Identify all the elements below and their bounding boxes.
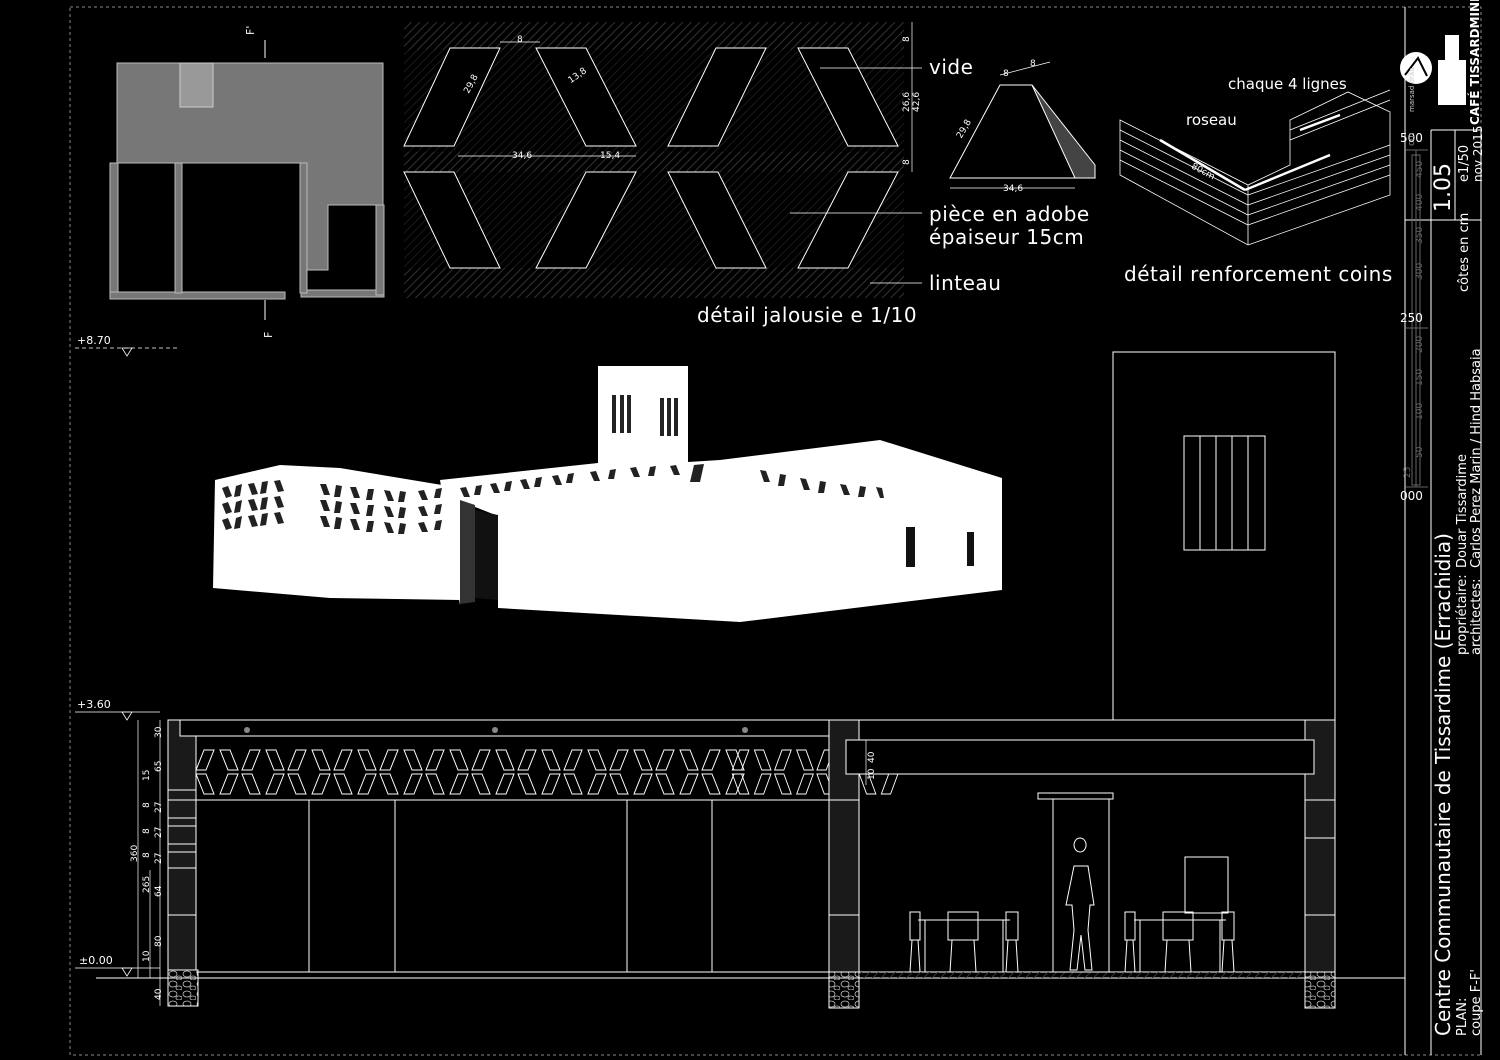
level-8-70: +8.70 xyxy=(77,334,111,347)
dim-chain-27b: 27 xyxy=(154,826,164,838)
cut-label-bottom: F xyxy=(262,331,275,338)
adobe-piece-detail xyxy=(949,61,1096,189)
logo-brand-text: CAFÉ TISSARDMINE xyxy=(1468,0,1482,125)
architects-value: Carlos Perez Marin / Hind Habsaia xyxy=(1469,348,1484,568)
scale-300: 300 xyxy=(1415,262,1425,280)
dim-chain-8c: 8 xyxy=(142,852,152,858)
dim-chain-10: 10 xyxy=(142,950,152,962)
dim-v-bottom: 8 xyxy=(902,159,912,165)
section-jalousie xyxy=(195,749,899,795)
scale-450: 450 xyxy=(1415,160,1425,178)
scale-400: 400 xyxy=(1415,193,1425,211)
level-3-60: +3.60 xyxy=(77,698,111,711)
cut-label-top: F' xyxy=(244,25,257,35)
dim-jalousie-top: 8 xyxy=(517,35,523,45)
jalousie-title: détail jalousie e 1/10 xyxy=(697,303,918,327)
scale-200: 200 xyxy=(1415,335,1425,353)
dim-chain-65: 65 xyxy=(154,760,164,772)
level-markers xyxy=(75,347,180,977)
callout-piece-adobe: pièce en adobe xyxy=(929,202,1090,226)
dim-v-top: 8 xyxy=(902,36,912,42)
dim-room-10: 10 xyxy=(867,768,877,780)
dim-gap: 15,4 xyxy=(600,151,621,161)
callout-vide: vide xyxy=(929,55,974,79)
owner-value: Douar Tissardime xyxy=(1455,454,1470,568)
project-title: Centre Communautaire de Tissardime (Erra… xyxy=(1431,533,1455,1036)
scale-500: 500 xyxy=(1400,131,1423,145)
dim-chain-8b: 8 xyxy=(142,828,152,834)
scale-100: 100 xyxy=(1415,402,1425,420)
dim-piece-a: 8 xyxy=(1003,69,1009,79)
units-note: côtes en cm xyxy=(1457,212,1472,292)
callout-roseau: roseau xyxy=(1186,111,1237,129)
callout-linteau: linteau xyxy=(929,271,1002,295)
owner-label: propriétaire: xyxy=(1455,574,1470,655)
section-drawing xyxy=(96,719,1405,1009)
architects-label: architectes: xyxy=(1469,578,1484,655)
callout-epaiseur: épaiseur 15cm xyxy=(929,225,1085,249)
jalousie-detail xyxy=(403,22,922,298)
dim-chain-30: 30 xyxy=(154,726,164,738)
scale-000: 000 xyxy=(1400,489,1423,503)
dim-piece-base: 34,6 xyxy=(1003,184,1024,194)
sheet-scale: e1/50 xyxy=(1457,144,1472,182)
sheet-number: 1.05 xyxy=(1431,163,1456,212)
sheet-date: nov 2015 xyxy=(1471,125,1485,182)
dim-chain-80: 80 xyxy=(154,935,164,947)
dim-v-mid: 26,6 xyxy=(902,91,912,112)
dim-room-40: 40 xyxy=(867,751,877,763)
tower-elevation xyxy=(1112,351,1336,723)
scale-250: 250 xyxy=(1400,311,1423,325)
level-0-00: ±0.00 xyxy=(79,954,113,967)
scale-150: 150 xyxy=(1415,368,1425,386)
scale-unit: cm xyxy=(1407,132,1417,146)
perspective-jalousie xyxy=(222,464,884,534)
callout-chaque-4-lignes: chaque 4 lignes xyxy=(1228,75,1347,93)
plan-label: PLAN: xyxy=(1455,997,1470,1036)
building-perspective xyxy=(213,366,1002,622)
dim-chain-15: 15 xyxy=(142,769,152,781)
title-block xyxy=(1404,7,1482,1055)
dim-chain-64: 64 xyxy=(154,885,164,897)
plan-value: coupe F-F' xyxy=(1469,969,1484,1036)
scale-50: 50 xyxy=(1415,446,1425,458)
corner-detail-title: détail renforcement coins xyxy=(1124,262,1393,286)
dim-chain-27c: 27 xyxy=(154,852,164,864)
dim-v-total: 42,6 xyxy=(912,91,922,112)
scale-bar xyxy=(1406,149,1428,488)
dim-265: 265 xyxy=(142,875,152,893)
dim-width: 34,6 xyxy=(512,151,533,161)
scale-350: 350 xyxy=(1415,226,1425,244)
logo-sub-text: marsad drâa xyxy=(1408,67,1416,113)
dim-chain-40: 40 xyxy=(154,988,164,1000)
corner-reinforcement-detail xyxy=(1119,89,1391,246)
key-plan xyxy=(109,40,385,320)
dim-piece-b: 8 xyxy=(1030,59,1036,69)
logo-mark xyxy=(1400,35,1466,105)
dim-chain-8a: 8 xyxy=(142,802,152,808)
dim-total-360: 360 xyxy=(130,844,140,862)
scale-25: 25 xyxy=(1403,466,1413,478)
dim-chain-27a: 27 xyxy=(154,801,164,813)
